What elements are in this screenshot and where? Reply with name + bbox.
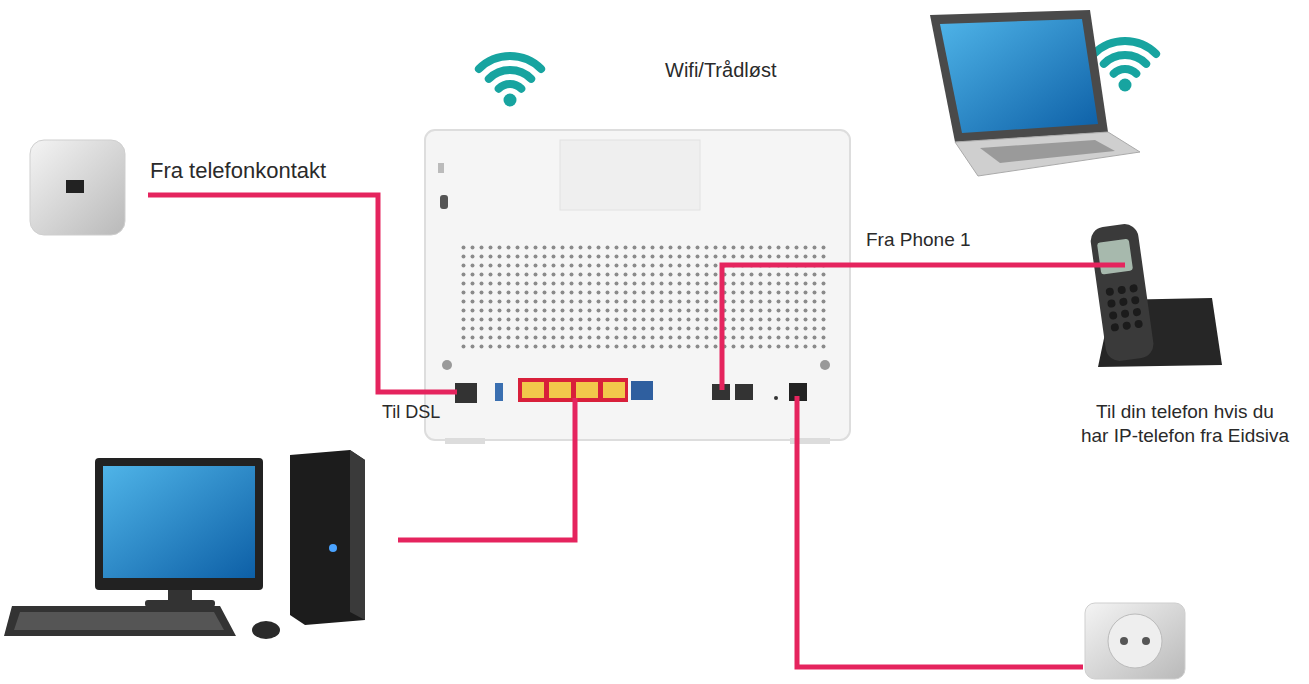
router (425, 130, 850, 444)
lan-port (522, 382, 544, 398)
power-cable (797, 396, 1083, 667)
phone-cable (722, 265, 1125, 390)
phone-handset (1089, 222, 1155, 362)
lan-port (603, 382, 625, 398)
cables (148, 195, 1125, 667)
jack-socket (66, 180, 84, 193)
router-screw (442, 360, 452, 370)
device-caption: Til din telefon hvis du har IP-telefon f… (1080, 400, 1290, 448)
phone-keypad (1105, 284, 1143, 332)
router-screw (820, 360, 830, 370)
pc-tower (290, 450, 365, 625)
outlet-hole (1120, 637, 1128, 645)
reset-button (774, 396, 778, 400)
pc-tower-side (350, 450, 365, 620)
router-detail (438, 163, 444, 173)
router-button (440, 195, 448, 209)
power-light (329, 544, 337, 552)
laptop-base (955, 132, 1140, 176)
lan-port (549, 382, 571, 398)
phone-wall-jack (30, 140, 125, 235)
cable-label: Fra Phone 1 (866, 228, 971, 252)
usb-port (495, 383, 503, 401)
mouse (252, 621, 280, 639)
phone-port (735, 384, 753, 400)
laptop-lid (930, 10, 1108, 142)
wan-port (631, 381, 653, 400)
outlet-hole (1142, 637, 1150, 645)
dsl-port (455, 383, 477, 403)
cordless-phone (1089, 222, 1222, 367)
monitor-screen (103, 466, 255, 578)
keyboard-keys (14, 612, 224, 630)
router-panel (560, 140, 700, 210)
wifi-icon (479, 56, 541, 106)
wifi-icon (1094, 41, 1156, 91)
power-outlet (1085, 603, 1185, 679)
keyboard (4, 606, 236, 636)
laptop-keyboard (980, 140, 1115, 163)
dsl-cable (148, 195, 457, 392)
router-foot (445, 438, 485, 444)
router-body (425, 130, 850, 440)
laptop (930, 10, 1140, 176)
router-vent (460, 245, 830, 350)
wifi-label: Wifi/Trådløst (665, 58, 776, 83)
cable-label: Fra telefonkontakt (150, 157, 326, 185)
outlet-plate (1085, 603, 1185, 679)
outlet-socket (1108, 614, 1162, 668)
lan-port (576, 382, 598, 398)
monitor-base (145, 600, 215, 607)
jack-plate (30, 140, 125, 235)
phone-display (1097, 239, 1133, 275)
port-label: Til DSL (382, 401, 440, 424)
monitor (95, 458, 263, 590)
desktop-computer (4, 450, 365, 639)
laptop-screen (940, 19, 1098, 133)
